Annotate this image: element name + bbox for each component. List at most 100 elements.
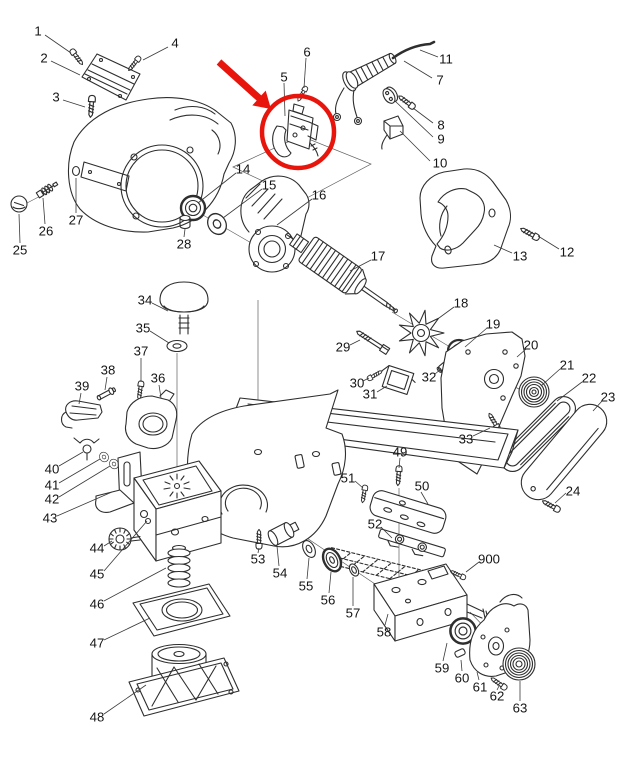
part-label-59: 59 (435, 661, 450, 676)
leader-line-39 (78, 392, 82, 405)
leader-line-42 (58, 465, 111, 498)
leader-line-26 (42, 197, 46, 225)
part-label-900: 900 (478, 552, 500, 567)
part-label-9: 9 (437, 132, 444, 147)
part-label-12: 12 (560, 245, 575, 260)
leader-line-38 (104, 376, 108, 391)
part-label-39: 39 (75, 379, 90, 394)
leader-line-22 (556, 381, 583, 402)
part-label-10: 10 (433, 156, 448, 171)
leader-line-36 (158, 384, 162, 399)
leader-line-19 (464, 327, 488, 348)
leader-line-31 (376, 385, 388, 393)
part-label-15: 15 (262, 178, 277, 193)
part-57-ring (348, 563, 360, 577)
leader-line-35 (149, 330, 170, 344)
part-55-washer (302, 540, 316, 558)
leader-line-29 (349, 339, 361, 346)
part-label-44: 44 (90, 541, 105, 556)
part-52-blade-clamp (378, 528, 446, 558)
part-21-pulley (518, 376, 550, 408)
leader-line-23 (592, 400, 603, 412)
leader-line-51 (354, 480, 364, 489)
leader-line-18 (438, 306, 455, 319)
part-label-34: 34 (138, 293, 153, 308)
part-label-24: 24 (566, 484, 581, 499)
part-label-37: 37 (134, 344, 149, 359)
leader-line-25 (18, 213, 21, 244)
part-17-armature (286, 233, 398, 314)
part-label-55: 55 (299, 579, 314, 594)
part-35-washer (166, 339, 188, 353)
part-label-8: 8 (437, 118, 444, 133)
leader-line-50 (420, 491, 429, 505)
part-label-3: 3 (52, 90, 59, 105)
part-label-13: 13 (513, 249, 528, 264)
leader-line-14 (197, 172, 237, 204)
part-9-cord-clamp (382, 86, 399, 104)
part-5-switch (272, 103, 319, 158)
leader-line-43 (56, 491, 113, 517)
part-2-top-cover-plate (81, 53, 141, 101)
part-label-21: 21 (560, 358, 575, 373)
part-label-30: 30 (350, 376, 365, 391)
leader-line-13 (493, 244, 513, 254)
leader-line-4 (142, 46, 169, 61)
part-46-spring (167, 544, 191, 588)
part-10-capacitor (381, 115, 404, 150)
part-label-25: 25 (13, 243, 28, 258)
part-label-58: 58 (377, 625, 392, 640)
part-label-47: 47 (90, 636, 105, 651)
leader-line-58 (384, 613, 389, 626)
leader-line-6 (303, 57, 307, 89)
part-label-1: 1 (34, 24, 41, 39)
part-label-36: 36 (151, 371, 166, 386)
part-40-lever (73, 437, 100, 461)
part-38-pin (96, 387, 116, 401)
part-label-41: 41 (45, 478, 60, 493)
leader-line-45 (103, 520, 148, 572)
leader-line-59 (442, 642, 448, 662)
leader-line-15 (222, 188, 263, 219)
part-27-hole (71, 165, 81, 177)
part-label-33: 33 (459, 432, 474, 447)
leader-line-54 (276, 545, 280, 567)
part-label-14: 14 (236, 162, 251, 177)
leader-line-61 (476, 671, 480, 681)
leader-line-9 (394, 100, 434, 138)
part-label-54: 54 (273, 566, 288, 581)
part-label-62: 62 (490, 689, 505, 704)
part-3-screw (86, 94, 97, 119)
leader-line-16 (276, 198, 313, 226)
part-56-bearing (321, 547, 343, 573)
highlight-annotations (216, 59, 337, 171)
part-label-51: 51 (341, 471, 356, 486)
part-label-22: 22 (582, 371, 597, 386)
leader-line-3 (62, 99, 86, 108)
leader-line-52 (380, 526, 393, 539)
part-label-17: 17 (371, 249, 386, 264)
part-11-cord (391, 40, 436, 60)
part-47-plate (132, 583, 231, 637)
leader-line-17 (349, 259, 372, 272)
part-label-31: 31 (363, 387, 378, 402)
part-49-screw (394, 465, 403, 487)
part-labels: 1234567891011121314151617181920212223242… (13, 24, 616, 725)
highlight-arrow (216, 59, 271, 109)
part-28-sleeve (179, 214, 191, 230)
part-4-screw (126, 54, 143, 73)
part-label-28: 28 (177, 237, 192, 252)
part-51-screw (359, 484, 369, 504)
part-31-brush-holder (381, 364, 416, 396)
part-label-32: 32 (422, 370, 437, 385)
part-label-43: 43 (43, 511, 58, 526)
part-label-29: 29 (336, 340, 351, 355)
part-5-switch-lever (272, 125, 292, 158)
part-58-drum (373, 563, 493, 642)
part-23-belt-cover (520, 403, 608, 501)
leader-line-30 (362, 377, 370, 382)
part-lead-wires (332, 87, 363, 126)
part-label-2: 2 (40, 51, 47, 66)
